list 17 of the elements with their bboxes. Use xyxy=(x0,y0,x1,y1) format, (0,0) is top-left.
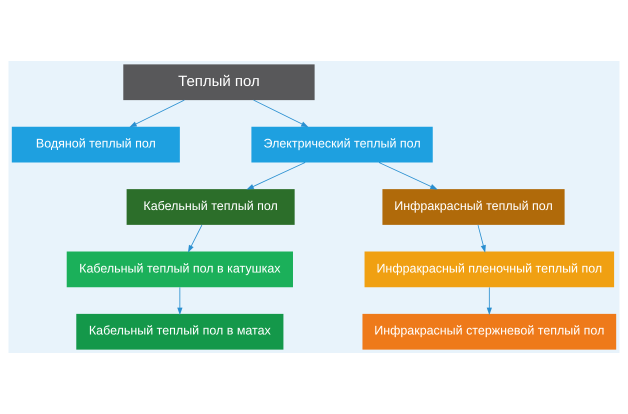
node-box: Инфракрасный теплый пол xyxy=(382,189,565,225)
arrow xyxy=(478,224,486,253)
arrow xyxy=(378,162,438,190)
node-box: Электрический теплый пол xyxy=(251,126,433,162)
arrow xyxy=(246,162,306,190)
node-box: Кабельный теплый пол в катушках xyxy=(66,252,293,288)
node-box: Кабельный теплый пол в матах xyxy=(76,314,284,350)
arrow xyxy=(177,287,182,316)
arrow xyxy=(129,100,185,128)
node-box: Инфракрасный стержневой теплый пол xyxy=(362,314,616,350)
arrow xyxy=(253,100,309,128)
node-box: Инфракрасный пленочный теплый пол xyxy=(364,252,614,288)
arrow xyxy=(486,287,492,316)
node-box: Водяной теплый пол xyxy=(12,126,180,162)
node-box: Теплый пол xyxy=(123,64,315,100)
arrow xyxy=(188,224,202,253)
node-box: Кабельный теплый пол xyxy=(126,189,295,225)
